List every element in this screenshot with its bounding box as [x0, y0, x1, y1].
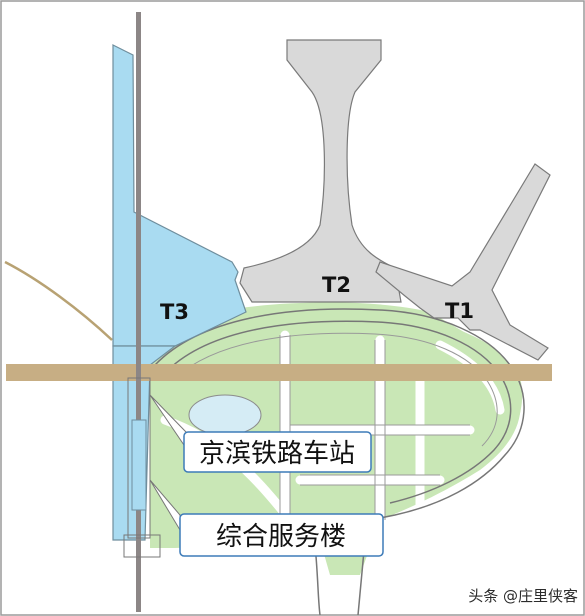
label-t2: T2: [322, 273, 351, 297]
terminal-t1-building: [375, 163, 551, 361]
pond: [188, 394, 262, 436]
callout-railway-station-text: 京滨铁路车站: [199, 439, 355, 469]
station-platform: [131, 419, 147, 511]
callout-service-building-text: 综合服务楼: [216, 522, 346, 552]
callout-railway-station: 京滨铁路车站: [183, 431, 372, 473]
loop-road-lane: [174, 332, 498, 447]
label-t1: T1: [445, 299, 474, 323]
callout-service-building-box: [179, 513, 384, 557]
curved-rail-spur: [4, 260, 113, 341]
loop-road-outer: [154, 308, 525, 521]
watermark-text: 头条 @庄里侠客: [468, 587, 578, 605]
callout-service-building: 综合服务楼: [179, 513, 384, 557]
railway-band: [6, 364, 552, 381]
loop-road-inner: [167, 320, 512, 504]
callout-railway-station-box: [183, 431, 372, 473]
railway-line: [136, 12, 141, 612]
label-t3: T3: [160, 300, 189, 324]
station-footprint: [127, 377, 151, 539]
service-footprint: [123, 534, 161, 558]
